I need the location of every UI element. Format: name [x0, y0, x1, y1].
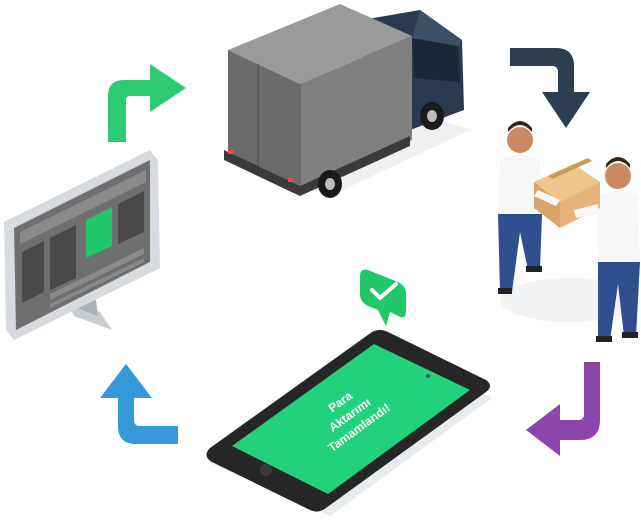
arrow-up-right-icon: [108, 64, 186, 142]
delivery-handover-people: [498, 121, 640, 342]
phone-screen: [232, 344, 470, 494]
smartphone: Para Aktarımı Tamamlandı!: [206, 330, 492, 516]
computer-monitor: [4, 150, 160, 340]
arrow-down-left-icon: [526, 362, 600, 456]
arrow-up-left-icon: [100, 364, 178, 444]
arrow-down-right-icon: [510, 48, 590, 128]
chat-check-icon: [360, 269, 406, 326]
delivery-truck: [224, 4, 470, 198]
